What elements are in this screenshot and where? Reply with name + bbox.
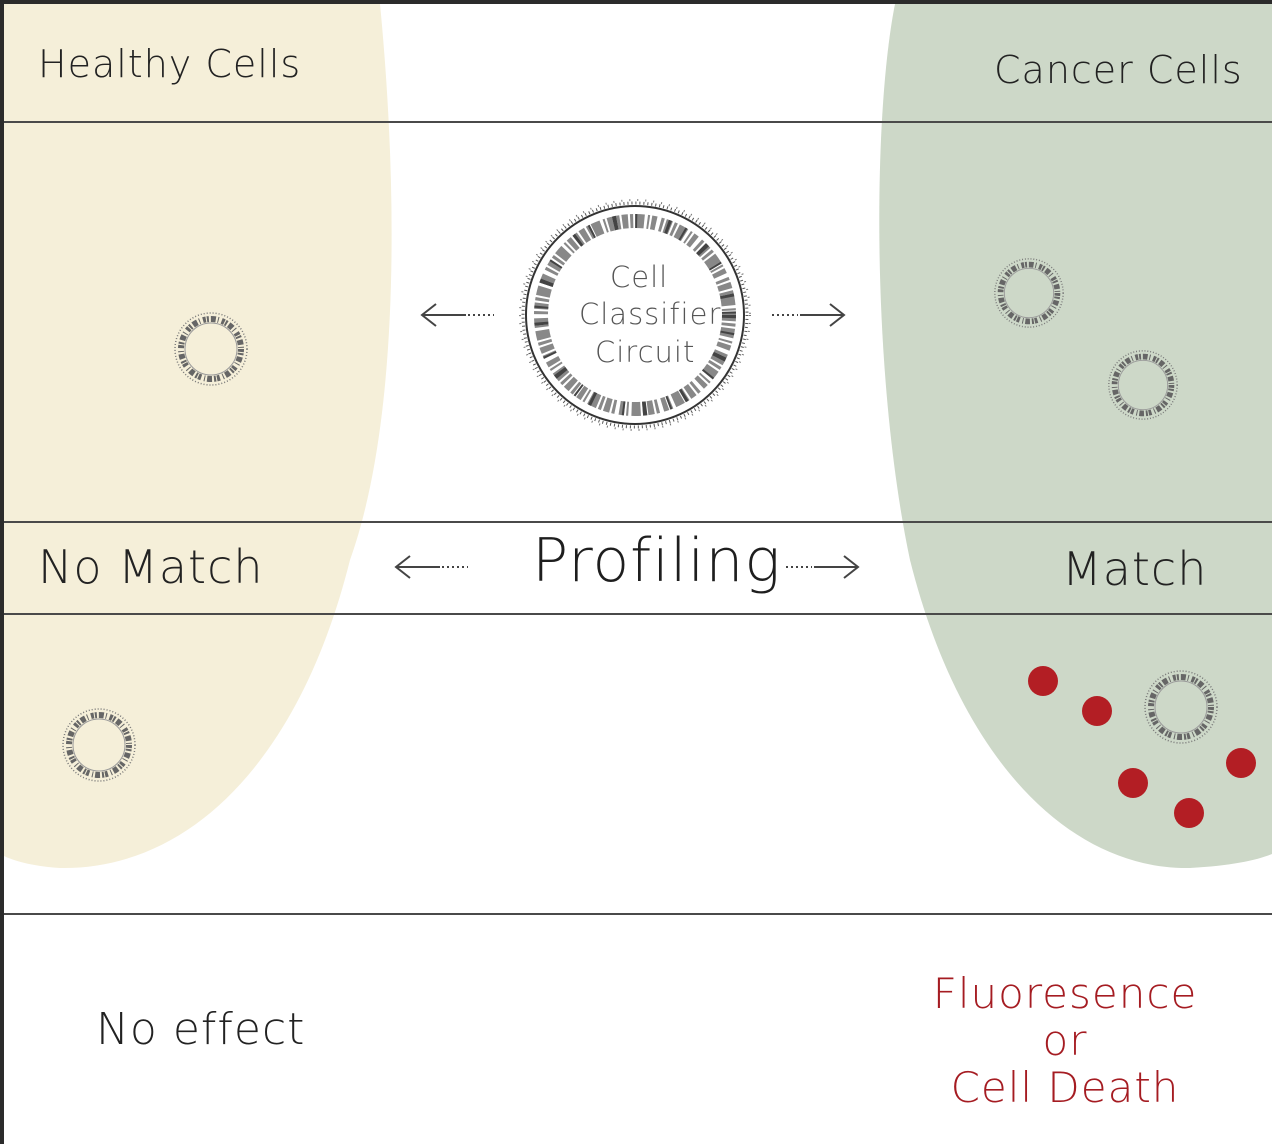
window-frame-left — [0, 0, 4, 1144]
no-match-label: No Match — [38, 540, 264, 594]
right-arrow-icon — [772, 303, 846, 327]
divider-line-profiling-top — [4, 521, 1272, 523]
match-plasmid-icon — [1144, 670, 1218, 744]
death-marker — [1118, 768, 1148, 798]
circuit-ring-spiky — [519, 199, 751, 431]
cancer-region-shape — [879, 4, 1272, 869]
window-frame-top — [0, 0, 1272, 4]
circuit-label-line2: Classifier — [579, 297, 722, 331]
healthy-region-shape — [4, 4, 392, 869]
outcome-or-label: or — [1042, 1016, 1088, 1065]
outcome-fluorescence-label: Fluoresence — [932, 969, 1198, 1018]
profiling-left-arrow-icon — [394, 555, 468, 579]
no-effect-label: No effect — [96, 1004, 306, 1055]
profiling-title: Profiling — [532, 526, 782, 596]
left-arrow-icon — [420, 303, 494, 327]
healthy-plasmid-icon — [174, 312, 248, 386]
divider-line-header — [4, 121, 1272, 123]
death-marker — [1082, 696, 1112, 726]
death-marker — [1226, 748, 1256, 778]
divider-line-profiling-bottom — [4, 613, 1272, 615]
cancer-plasmid-icon-1 — [994, 258, 1064, 328]
circuit-ring-inner — [551, 231, 719, 399]
divider-line-outcome — [4, 913, 1272, 915]
no-match-plasmid-icon — [62, 708, 136, 782]
match-label: Match — [1062, 542, 1208, 596]
cancer-cells-title: Cancer Cells — [994, 48, 1243, 92]
outcome-cell-death-label: Cell Death — [950, 1063, 1180, 1112]
death-marker — [1028, 666, 1058, 696]
healthy-cells-title: Healthy Cells — [38, 42, 302, 86]
circuit-ring-segments — [534, 214, 736, 416]
profiling-right-arrow-icon — [786, 555, 860, 579]
cell-classifier-circuit-icon — [519, 199, 751, 431]
circuit-label-line1: Cell — [610, 260, 669, 294]
cancer-plasmid-icon-2 — [1108, 350, 1178, 420]
death-marker — [1174, 798, 1204, 828]
circuit-label-line3: Circuit — [595, 335, 696, 369]
outcome-fluorescence-group: Fluoresence or Cell Death — [920, 970, 1210, 1111]
